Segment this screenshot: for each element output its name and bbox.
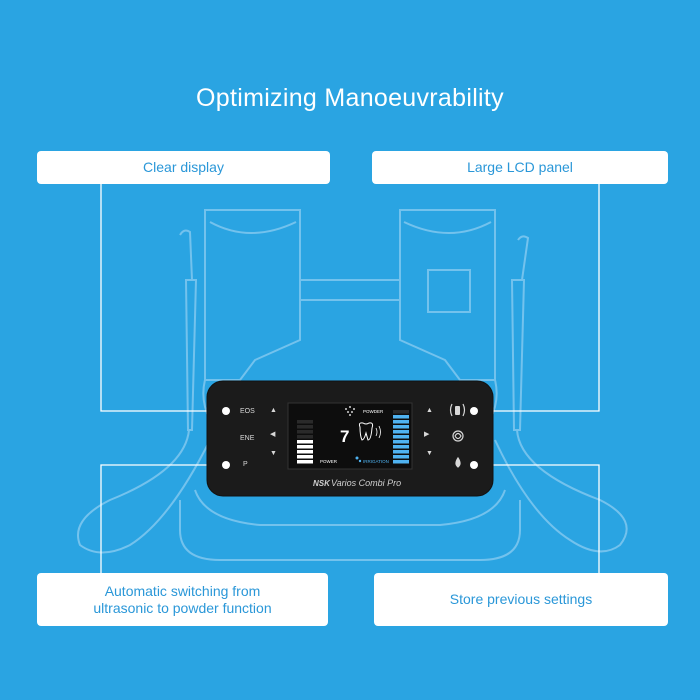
lcd-irrigation-label: IRRIGATION xyxy=(363,459,389,464)
callout-store-settings-text: Store previous settings xyxy=(449,591,593,607)
irrigation-bar-segment xyxy=(393,430,409,434)
left-arrow-icon[interactable]: ◀ xyxy=(270,431,276,438)
powder-spray-icon xyxy=(345,406,355,416)
irrigation-level-bars xyxy=(393,410,409,464)
key-eos-label: EOS xyxy=(240,408,255,415)
lcd-powder-label: POWDER xyxy=(363,409,384,414)
down-arrow-icon[interactable]: ▼ xyxy=(426,450,433,457)
arrow-keys[interactable]: ▲ ▼ ▲ ▼ ◀ ▶ xyxy=(270,407,433,457)
lcd-content: POWER POWDER IRRIGATION 7 xyxy=(297,406,409,464)
irrigation-bar-segment xyxy=(393,440,409,444)
up-arrow-icon[interactable]: ▲ xyxy=(426,407,433,414)
lcd-power-label: POWER xyxy=(320,459,338,464)
irrigation-bar-segment xyxy=(393,445,409,449)
power-bar-segment xyxy=(297,425,313,429)
power-bar-segment xyxy=(297,435,313,439)
up-arrow-icon[interactable]: ▲ xyxy=(270,407,277,414)
callout-clear-display: Clear display xyxy=(37,151,330,184)
down-arrow-icon[interactable]: ▼ xyxy=(270,450,277,457)
irrigation-bar-segment xyxy=(393,415,409,419)
callout-auto-switch-line2: ultrasonic to powder function xyxy=(93,599,272,616)
irrigation-bar-segment xyxy=(393,460,409,464)
power-level-bars xyxy=(297,420,313,464)
tooth-icon xyxy=(358,422,374,441)
brand-logo: NSK xyxy=(313,479,331,488)
callout-automatic-switching: Automatic switching from ultrasonic to p… xyxy=(37,573,328,626)
callout-store-settings: Store previous settings xyxy=(374,573,668,626)
ultrasonic-wave-icon xyxy=(375,425,381,439)
water-drop-icon[interactable] xyxy=(455,456,461,468)
power-bar-segment xyxy=(297,445,313,449)
callout-dots xyxy=(222,407,478,469)
power-bar-segment xyxy=(297,430,313,434)
irrigation-bar-segment xyxy=(393,435,409,439)
irrigation-bar-segment xyxy=(393,450,409,454)
callout-large-lcd-text: Large LCD panel xyxy=(467,159,573,175)
power-bar-segment xyxy=(297,420,313,424)
power-bar-segment xyxy=(297,450,313,454)
irrigation-bar-segment xyxy=(393,410,409,414)
key-ene-label: ENE xyxy=(240,435,255,442)
model-name: Varios Combi Pro xyxy=(331,478,401,488)
connector-lines xyxy=(100,184,600,573)
power-bar-segment xyxy=(297,455,313,459)
key-p-label: P xyxy=(243,461,248,468)
vibration-icon[interactable] xyxy=(449,403,466,417)
callout-large-lcd: Large LCD panel xyxy=(372,151,668,184)
irrigation-drop-icon xyxy=(355,456,362,463)
power-bar-segment xyxy=(297,440,313,444)
irrigation-bar-segment xyxy=(393,420,409,424)
power-bar-segment xyxy=(297,460,313,464)
callout-clear-display-text: Clear display xyxy=(143,159,224,175)
irrigation-bar-segment xyxy=(393,425,409,429)
spiral-icon[interactable] xyxy=(452,430,464,442)
callout-auto-switch-line1: Automatic switching from xyxy=(104,582,261,599)
irrigation-bar-segment xyxy=(393,455,409,459)
right-arrow-icon[interactable]: ▶ xyxy=(424,431,430,438)
lcd-level-number: 7 xyxy=(340,427,349,446)
page-title: Optimizing Manoeuvrability xyxy=(196,84,504,112)
